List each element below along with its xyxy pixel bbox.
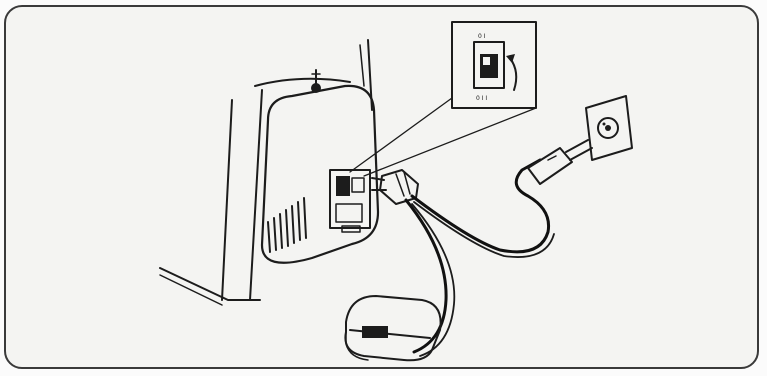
machine-power-socket: [330, 170, 370, 232]
top-screw-icon: [311, 70, 321, 93]
switch-on-label: 0 I: [478, 33, 486, 40]
wall-outlet-icon: [586, 96, 632, 160]
wall-plug-icon: [528, 140, 592, 184]
callout-lines: [350, 98, 536, 176]
sewing-machine-body: [160, 40, 378, 305]
machine-cord-plug: [372, 170, 418, 204]
power-cords: [406, 160, 554, 356]
vent-slots: [268, 198, 306, 252]
power-switch-inset: 0 I 0 I I: [452, 22, 536, 108]
foot-pedal-icon: [345, 296, 440, 360]
switch-off-label: 0 I I: [476, 95, 487, 102]
